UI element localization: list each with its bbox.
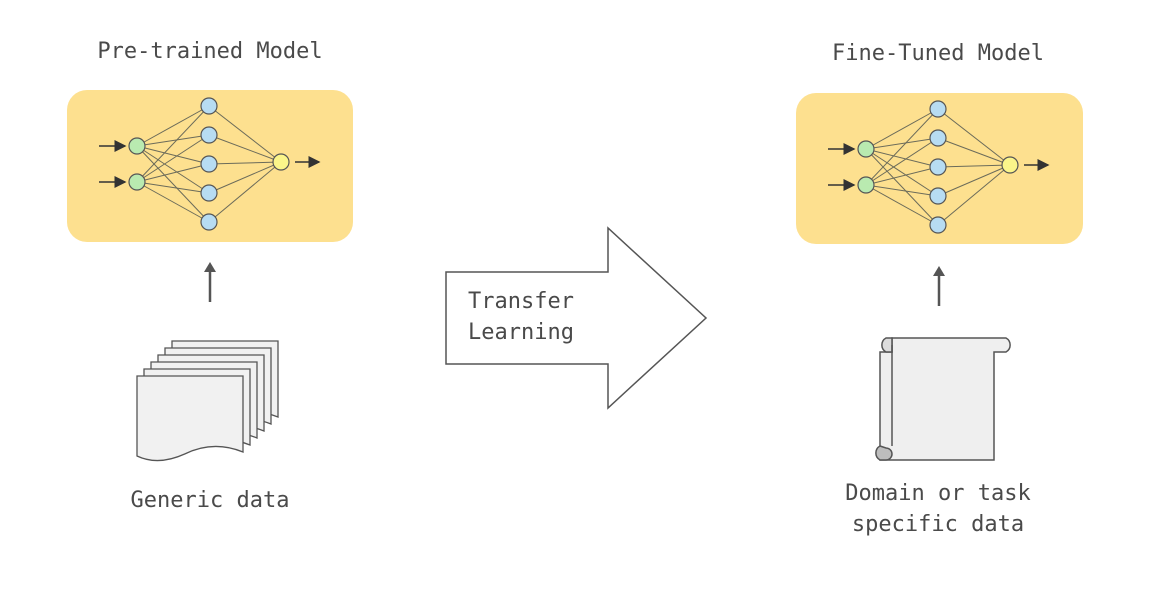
finetuned-hidden-node (929, 158, 947, 176)
finetuned-hidden-node (929, 129, 947, 147)
pretrained-hidden-node (200, 126, 218, 144)
transfer-label-line2: Learning (468, 320, 574, 345)
domain-data-label: Domain or task specific data (768, 478, 1108, 540)
pretrained-hidden-node (200, 97, 218, 115)
finetuned-input-node (857, 176, 875, 194)
domain-data-scroll-icon (875, 337, 1011, 461)
finetuned-model-panel (796, 93, 1083, 244)
pretrained-model-title: Pre-trained Model (97, 39, 323, 64)
pretrained-hidden-node (200, 155, 218, 173)
transfer-label-line1: Transfer (468, 289, 574, 314)
pretrained-hidden-node (200, 213, 218, 231)
finetuned-hidden-node (929, 187, 947, 205)
domain-label-line1: Domain or task (845, 481, 1031, 506)
generic-data-document-stack-icon (136, 340, 279, 462)
pretrained-input-node (128, 173, 146, 191)
transfer-learning-label: Transfer Learning (468, 286, 608, 348)
pretrained-output-node (272, 153, 290, 171)
transfer-learning-arrow (445, 226, 708, 410)
finetuned-hidden-node (929, 100, 947, 118)
document-sheet (136, 375, 244, 462)
generic-data-label: Generic data (130, 488, 290, 513)
pretrained-input-node (128, 137, 146, 155)
pretrained-model-panel (67, 90, 353, 242)
finetuned-model-title: Fine-Tuned Model (832, 41, 1044, 66)
finetuned-input-node (857, 140, 875, 158)
finetuned-output-node (1001, 156, 1019, 174)
finetuned-hidden-node (929, 216, 947, 234)
pretrained-hidden-node (200, 184, 218, 202)
domain-label-line2: specific data (851, 512, 1025, 537)
finetuned-neural-network (828, 100, 1050, 234)
domain-data-up-arrow (933, 266, 945, 306)
generic-data-up-arrow (204, 262, 216, 302)
pretrained-neural-network (99, 97, 321, 231)
